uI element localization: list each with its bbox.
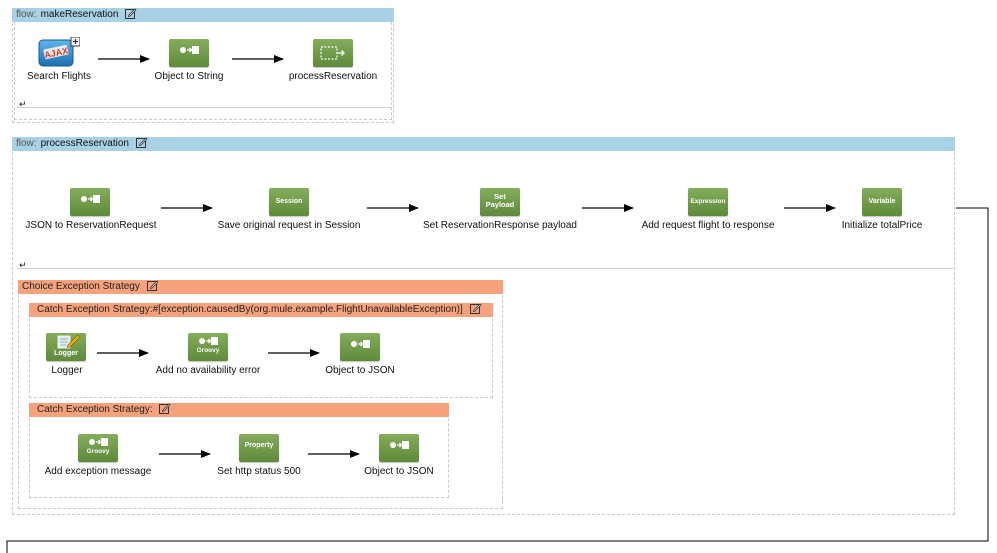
choice-exception-header[interactable]: Choice Exception Strategy: [18, 280, 503, 294]
return-icon: ↵: [19, 260, 27, 270]
badge-line2: Payload: [485, 200, 515, 209]
logger-node[interactable]: Logger: [46, 333, 86, 361]
node-label: Object to JSON: [325, 365, 395, 376]
node-label: Add exception message: [44, 466, 152, 477]
node-label: Set http status 500: [217, 466, 301, 477]
flow-ref-icon: [320, 46, 345, 60]
object-to-json-node-1[interactable]: [340, 333, 380, 361]
catch-exception-header-2[interactable]: Catch Exception Strategy:: [29, 403, 449, 417]
json-to-reservation-request-node[interactable]: [70, 188, 110, 216]
node-label: processReservation: [288, 71, 378, 82]
logger-icon: [57, 334, 81, 349]
transformer-icon: [81, 195, 100, 203]
object-to-json-node-2[interactable]: [379, 434, 419, 462]
node-badge-text: Groovy: [196, 347, 220, 354]
catch1-title: Catch Exception Strategy:#[exception.cau…: [37, 304, 463, 315]
process-reservation-ref-node[interactable]: [313, 39, 353, 67]
node-label: Logger: [51, 365, 83, 376]
object-to-string-node[interactable]: [169, 39, 209, 67]
node-label: Set ReservationResponse payload: [423, 220, 577, 231]
variable-node[interactable]: Variable: [862, 188, 902, 216]
flow-keyword: flow:: [16, 9, 37, 20]
transformer-icon: [351, 340, 370, 348]
flow-header-makeReservation[interactable]: flow:makeReservation: [12, 8, 394, 22]
property-node[interactable]: Property: [239, 434, 279, 462]
search-flights-node[interactable]: AJAX: [38, 36, 81, 67]
node-label: Add request flight to response: [641, 220, 775, 231]
flow-name: makeReservation: [40, 9, 119, 20]
flow-header-processReservation[interactable]: flow:processReservation: [12, 137, 955, 151]
return-connector-line: [6, 207, 989, 553]
node-badge-text: Variable: [868, 198, 896, 205]
flow-separator: [17, 107, 391, 108]
node-badge-text: Session: [275, 198, 303, 205]
flow-keyword: flow:: [16, 138, 37, 149]
expression-node[interactable]: Expression: [688, 188, 728, 216]
flow-makeReservation-inner: [14, 22, 392, 120]
node-label: Save original request in Session: [217, 220, 361, 231]
node-label: Object to String: [154, 71, 224, 82]
session-node[interactable]: Session: [269, 188, 309, 216]
ajax-badge-text: AJAX: [43, 46, 69, 61]
transformer-icon: [89, 438, 108, 446]
pencil-icon[interactable]: [146, 280, 159, 291]
choice-title: Choice Exception Strategy: [22, 281, 140, 292]
flow-name: processReservation: [40, 138, 129, 149]
pencil-icon[interactable]: [159, 403, 171, 414]
node-label: Object to JSON: [364, 466, 434, 477]
node-label: Add no availability error: [155, 365, 261, 376]
catch-exception-header-1[interactable]: Catch Exception Strategy:#[exception.cau…: [29, 303, 493, 317]
transformer-icon: [180, 46, 199, 54]
return-icon: ↵: [19, 99, 27, 109]
node-badge-text: Groovy: [86, 448, 110, 455]
badge-line1: Set: [494, 192, 506, 201]
groovy-node-2[interactable]: Groovy: [78, 434, 118, 462]
pencil-icon[interactable]: [469, 303, 482, 314]
node-badge-text: Property: [244, 442, 274, 449]
ajax-icon: AJAX: [38, 36, 81, 67]
groovy-node-1[interactable]: Groovy: [188, 333, 228, 361]
node-label: JSON to ReservationRequest: [25, 220, 157, 231]
transformer-icon: [390, 441, 409, 449]
node-label: Search Flights: [27, 71, 91, 82]
transformer-icon: [199, 337, 218, 345]
node-badge-text: Logger: [54, 350, 78, 357]
catch2-title: Catch Exception Strategy:: [37, 404, 153, 415]
flow-separator: [17, 268, 953, 269]
node-label: Initialize totalPrice: [841, 220, 923, 231]
pencil-icon[interactable]: [135, 137, 148, 148]
pencil-icon[interactable]: [125, 8, 137, 19]
node-badge-text: Expression: [690, 198, 726, 205]
